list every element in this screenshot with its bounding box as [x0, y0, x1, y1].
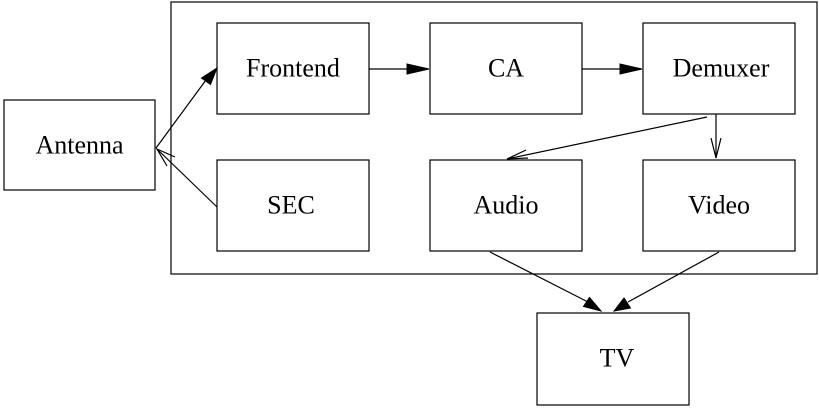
- edge-ca-to-demuxer: [582, 63, 643, 75]
- node-demuxer-label: Demuxer: [673, 54, 770, 83]
- edge-demuxer-to-audio: [506, 116, 708, 160]
- edge-antenna-to-frontend: [155, 66, 219, 149]
- node-audio-label: Audio: [474, 191, 539, 220]
- node-video-label: Video: [688, 191, 750, 220]
- edge-audio-to-tv: [489, 251, 603, 312]
- node-sec-label: SEC: [267, 191, 315, 220]
- node-antenna: Antenna: [3, 99, 156, 191]
- node-antenna-label: Antenna: [35, 131, 124, 160]
- node-tv: TV: [536, 312, 690, 406]
- edge-sec-to-antenna: [155, 147, 218, 208]
- edge-demuxer-to-video: [710, 114, 722, 159]
- node-ca: CA: [429, 22, 583, 115]
- node-frontend: Frontend: [216, 22, 370, 115]
- node-frontend-label: Frontend: [246, 54, 340, 83]
- device-container: [170, 1, 818, 275]
- node-sec: SEC: [216, 159, 370, 252]
- node-demuxer: Demuxer: [642, 22, 796, 115]
- node-video: Video: [642, 159, 796, 252]
- node-ca-label: CA: [488, 54, 524, 83]
- edge-frontend-to-ca: [369, 63, 430, 75]
- edge-video-to-tv: [612, 251, 720, 312]
- node-tv-label: TV: [600, 344, 635, 373]
- node-audio: Audio: [429, 159, 583, 252]
